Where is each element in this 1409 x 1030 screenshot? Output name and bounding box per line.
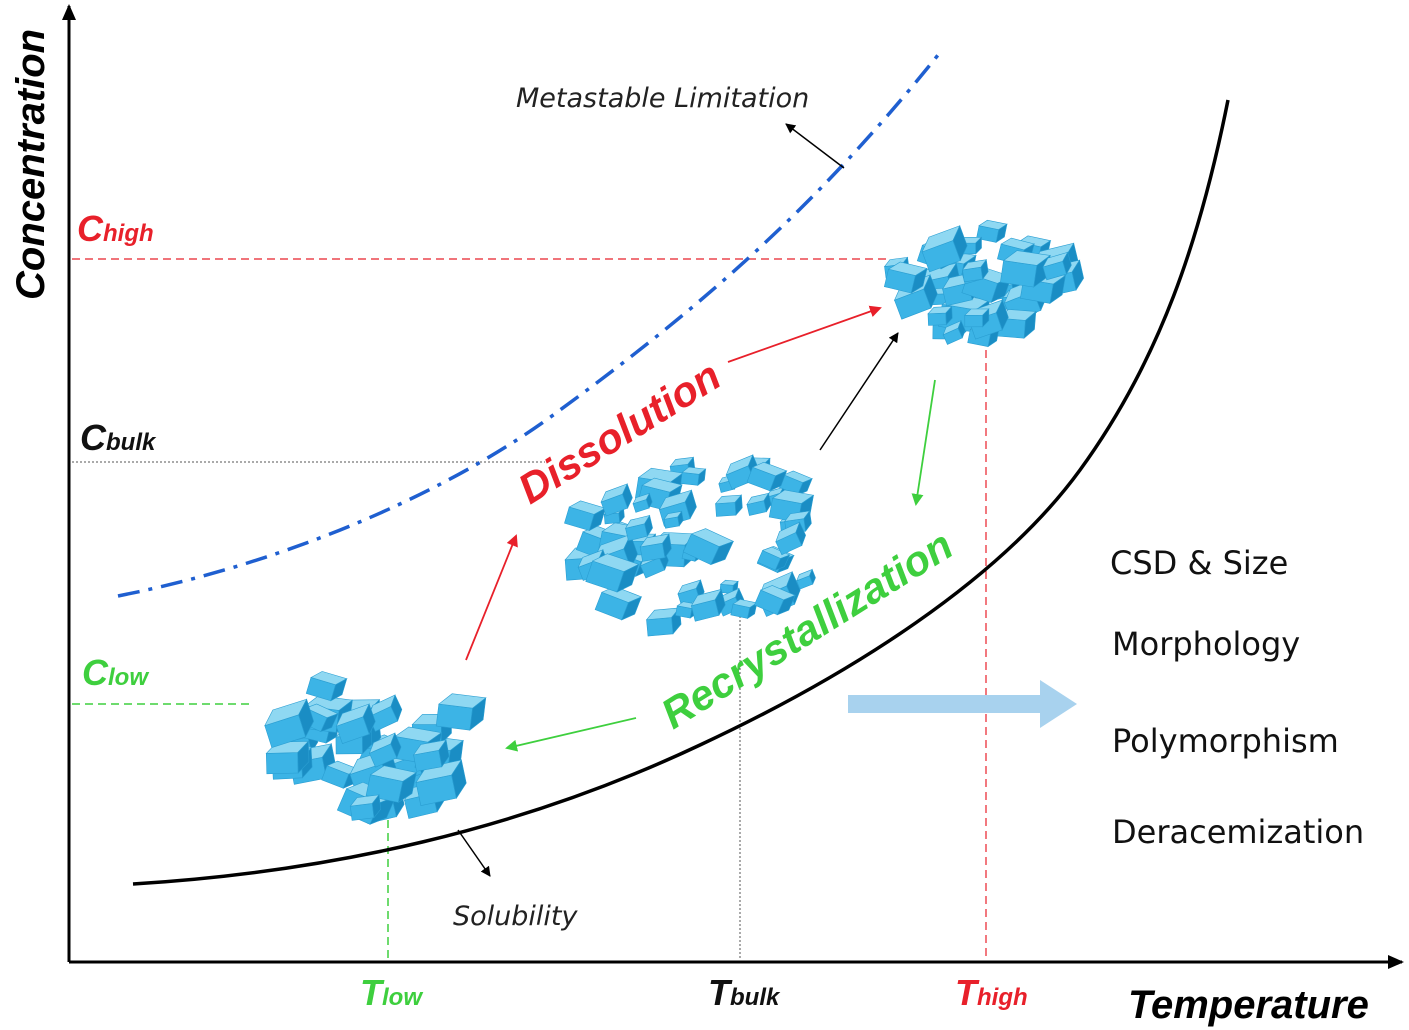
- crystal-cube: [564, 500, 607, 532]
- crystal-cube: [964, 308, 990, 328]
- t-high-sub: high: [977, 984, 1028, 1011]
- crystal-cube: [927, 305, 953, 326]
- crystal-cube: [412, 739, 450, 772]
- crystal-cube: [730, 599, 758, 620]
- crystal-cube: [796, 568, 816, 590]
- solubility-label: Solubility: [453, 901, 579, 932]
- crystal-cube: [1000, 250, 1052, 288]
- metastable-curve: [117, 53, 940, 598]
- c-low-main: C: [82, 652, 109, 693]
- crystal-cube: [663, 510, 684, 529]
- metastable-pointer-arrow: [785, 123, 845, 169]
- t-high-main: T: [955, 972, 980, 1013]
- crystal-cube: [719, 579, 739, 595]
- outcome-polymorphism: Polymorphism: [1112, 722, 1339, 760]
- c-low-sub: low: [108, 664, 149, 691]
- crystal-cube: [632, 492, 653, 513]
- crystal-cube: [335, 703, 376, 745]
- crystal-cube: [624, 514, 653, 542]
- crystal-cube: [757, 546, 791, 571]
- outcome-csd-size: CSD & Size: [1110, 544, 1288, 582]
- crystal-cube: [714, 494, 743, 517]
- crystal-cube: [746, 492, 772, 516]
- c-high-sub: high: [103, 220, 154, 247]
- dissolution-arrow-up: [465, 534, 518, 661]
- crystal-cube: [585, 553, 640, 593]
- outcome-morphology: Morphology: [1112, 625, 1300, 663]
- outcome-deracemization: Deracemization: [1112, 813, 1364, 851]
- recrystallization-arrow-down: [911, 379, 936, 506]
- crystal-cube: [746, 461, 788, 492]
- crystal-cluster-bulk: [564, 454, 816, 637]
- c-high-label: Chigh: [77, 208, 154, 249]
- x-axis-title: Temperature: [1128, 983, 1369, 1027]
- t-bulk-sub: bulk: [730, 984, 781, 1011]
- crystal-cube: [305, 671, 348, 702]
- recrystallization-arrow-left: [505, 717, 637, 752]
- c-low-label: Clow: [82, 652, 149, 693]
- crystal-cube: [680, 466, 707, 487]
- crystal-cube: [415, 759, 467, 806]
- t-high-label: Thigh: [955, 972, 1028, 1013]
- c-bulk-main: C: [80, 417, 107, 458]
- t-bulk-label: Tbulk: [708, 972, 781, 1013]
- t-low-sub: low: [382, 984, 423, 1011]
- crystal-cube: [435, 693, 487, 731]
- t-bulk-main: T: [708, 972, 733, 1013]
- crystal-cube: [690, 588, 726, 622]
- crystal-cube: [961, 258, 989, 283]
- outcome-arrow: [848, 680, 1077, 728]
- crystal-cube: [1042, 251, 1072, 281]
- crystal-cube: [921, 224, 968, 273]
- crystal-cube: [368, 732, 402, 768]
- crystal-cube: [775, 521, 806, 556]
- crystal-cube: [682, 528, 735, 566]
- crystal-cube: [600, 483, 633, 517]
- crystal-cube: [264, 698, 314, 748]
- crystal-cluster-low: [264, 671, 487, 825]
- crystal-cube: [778, 470, 813, 496]
- crystal-cube: [639, 533, 672, 562]
- growth-arrow: [819, 332, 899, 451]
- crystal-cube: [368, 694, 403, 732]
- dissolution-arrow-right: [727, 305, 882, 363]
- c-high-main: C: [77, 208, 104, 249]
- c-bulk-sub: bulk: [106, 429, 157, 456]
- crystal-cube: [349, 794, 382, 821]
- crystal-cluster-high: [883, 219, 1084, 348]
- crystal-cube: [883, 261, 928, 294]
- metastable-label: Metastable Limitation: [516, 83, 809, 114]
- solubility-pointer-arrow: [457, 829, 491, 877]
- t-low-main: T: [360, 972, 385, 1013]
- t-low-label: Tlow: [360, 972, 423, 1013]
- c-bulk-label: Cbulk: [80, 417, 157, 458]
- crystal-cube: [321, 760, 361, 789]
- y-axis-title: Concentration: [9, 29, 53, 300]
- crystal-cube: [754, 585, 796, 616]
- crystal-cube: [976, 219, 1008, 244]
- crystal-cube: [942, 319, 966, 345]
- solubility-curve: [132, 99, 1230, 886]
- crystal-cube: [645, 607, 682, 637]
